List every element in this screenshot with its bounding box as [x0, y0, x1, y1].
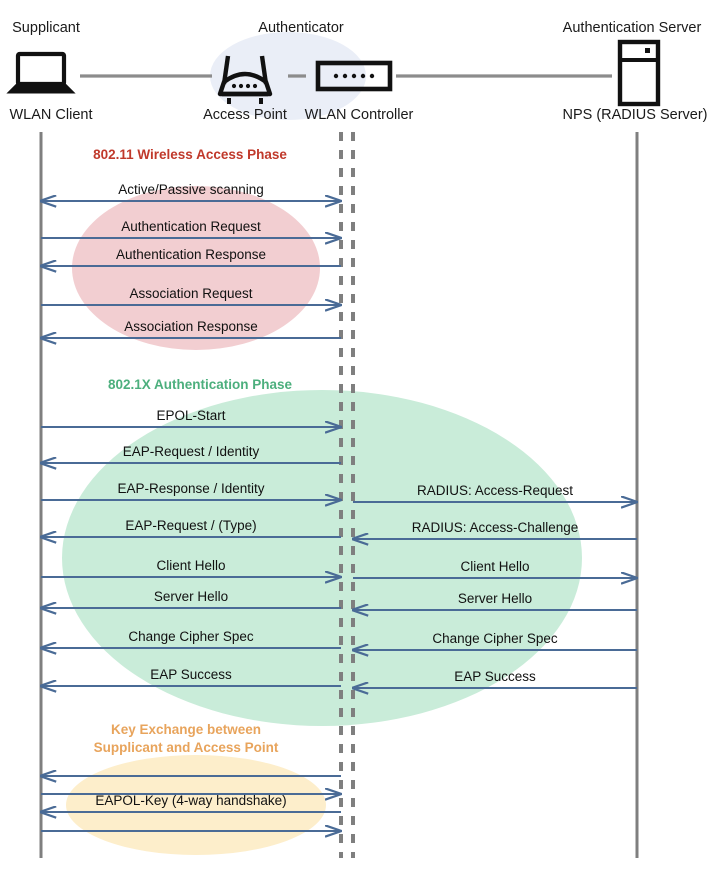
phase-ellipse-phase-802-1x	[62, 390, 582, 726]
message-label-left-active-passive-scanning: Active/Passive scanning	[118, 182, 264, 197]
message-label-left-server-hello: Server Hello	[153, 589, 229, 604]
actor-device-wlan-controller: WLAN Controller	[304, 107, 414, 123]
message-label-left-epol-start: EPOL-Start	[156, 408, 226, 423]
actor-role-authenticator: Authenticator	[258, 20, 344, 36]
phase-title-802-11: 802.11 Wireless Access Phase	[93, 147, 287, 162]
message-arrows-left-segment	[41, 201, 341, 831]
laptop-icon	[6, 51, 76, 94]
phase-ellipse-phase-802-11	[72, 186, 320, 350]
server-icon	[617, 39, 661, 107]
message-label-left-association-response: Association Response	[124, 319, 258, 334]
actor-role-authentication-server: Authentication Server	[562, 20, 702, 36]
wlan-controller-icon	[315, 60, 393, 92]
message-label-right-change-cipher-spec: Change Cipher Spec	[432, 631, 558, 646]
message-label-left-eapol-key-4-way-handshake: EAPOL-Key (4-way handshake)	[95, 793, 287, 808]
actor-role-supplicant: Supplicant	[12, 20, 80, 36]
message-label-left-client-hello: Client Hello	[156, 558, 226, 573]
message-label-right-radius-access-challenge: RADIUS: Access-Challenge	[411, 520, 579, 535]
message-arrows-right-segment	[353, 502, 637, 688]
phase-highlight-ellipses	[62, 186, 582, 855]
message-label-left-authentication-request: Authentication Request	[121, 219, 261, 234]
message-label-left-eap-request-type: EAP-Request / (Type)	[125, 518, 257, 533]
access-point-icon	[217, 55, 273, 104]
actor-device-access-point: Access Point	[203, 107, 287, 123]
message-label-right-server-hello: Server Hello	[457, 591, 533, 606]
message-label-right-client-hello: Client Hello	[460, 559, 530, 574]
message-label-left-association-request: Association Request	[129, 286, 253, 301]
message-label-right-eap-success: EAP Success	[454, 669, 536, 684]
message-label-left-change-cipher-spec: Change Cipher Spec	[128, 629, 254, 644]
message-label-left-eap-request-identity: EAP-Request / Identity	[122, 444, 260, 459]
phase-title-key-exchange-line2: Supplicant and Access Point	[93, 740, 279, 755]
message-label-right-radius-access-request: RADIUS: Access-Request	[416, 483, 574, 498]
actor-device-wlan-client: WLAN Client	[9, 107, 93, 123]
message-label-left-authentication-response: Authentication Response	[115, 247, 267, 262]
phase-title-key-exchange-line1: Key Exchange between	[110, 722, 262, 737]
message-label-left-eap-response-identity: EAP-Response / Identity	[117, 481, 265, 496]
phase-ellipse-phase-key-exchange	[66, 755, 326, 855]
phase-title-802-1x: 802.1X Authentication Phase	[107, 377, 293, 392]
message-label-left-eap-success: EAP Success	[150, 667, 232, 682]
actor-device-nps-radius-server: NPS (RADIUS Server)	[562, 107, 708, 123]
